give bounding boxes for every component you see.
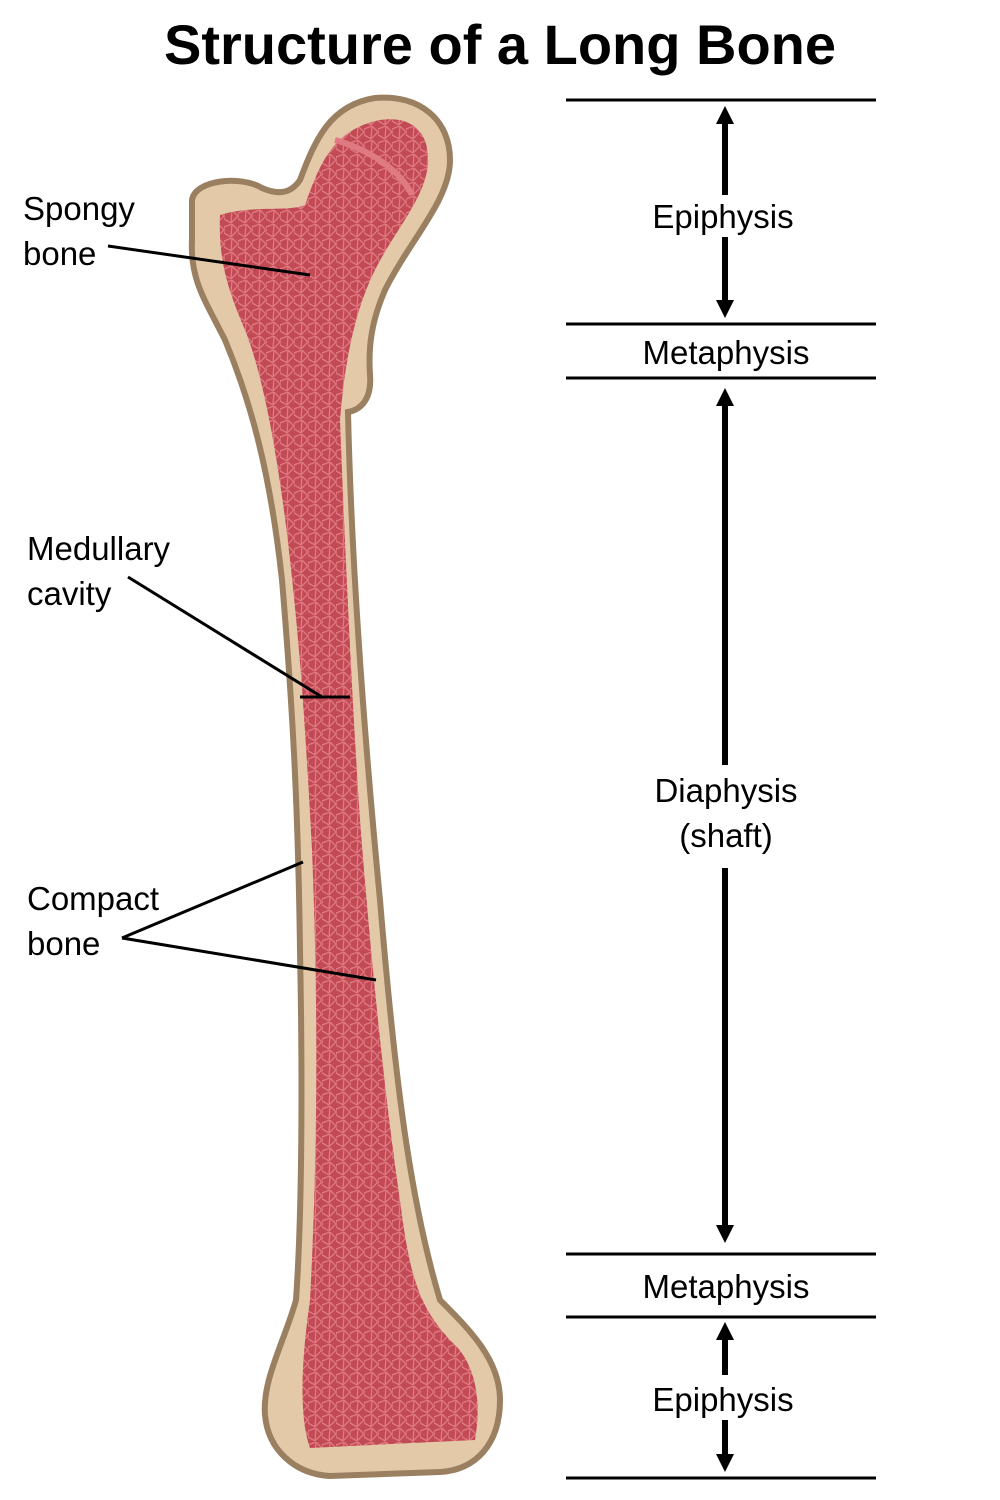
diagram-title: Structure of a Long Bone	[164, 13, 836, 76]
region-dividers	[566, 98, 876, 1480]
label-epiphysis-top: Epiphysis	[652, 198, 794, 235]
spongy-bone-inner	[219, 119, 478, 1449]
label-compact-bone: Compact bone	[27, 876, 159, 966]
label-line: Medullary	[27, 530, 171, 567]
growth-line	[334, 137, 415, 197]
arrow-down-icon	[716, 1225, 734, 1243]
label-metaphysis-top: Metaphysis	[642, 334, 810, 371]
label-diaphysis: Diaphysis (shaft)	[566, 768, 886, 858]
compact-leader-1	[121, 860, 304, 940]
leader-lines	[107, 244, 377, 982]
label-spongy-bone: Spongy bone	[23, 186, 135, 276]
label-epiphysis-bottom: Epiphysis	[652, 1381, 794, 1418]
label-line: bone	[23, 235, 97, 272]
label-line: Spongy	[23, 190, 135, 227]
label-line: Diaphysis	[654, 772, 798, 809]
arrow-down-icon	[716, 300, 734, 318]
arrow-down-icon	[716, 1454, 734, 1472]
label-line: (shaft)	[679, 817, 773, 854]
label-metaphysis-bottom: Metaphysis	[642, 1268, 810, 1305]
arrow-up-icon	[716, 1322, 734, 1340]
spongy-leader	[107, 244, 311, 277]
label-line: Compact	[27, 880, 160, 917]
label-line: bone	[27, 925, 101, 962]
label-medullary-cavity: Medullary cavity	[27, 526, 170, 616]
arrow-up-icon	[716, 388, 734, 406]
arrow-up-icon	[716, 106, 734, 124]
label-line: cavity	[27, 575, 112, 612]
medullary-leader	[127, 575, 323, 699]
arrowheads	[716, 106, 734, 1472]
compact-leader-2	[121, 936, 377, 982]
